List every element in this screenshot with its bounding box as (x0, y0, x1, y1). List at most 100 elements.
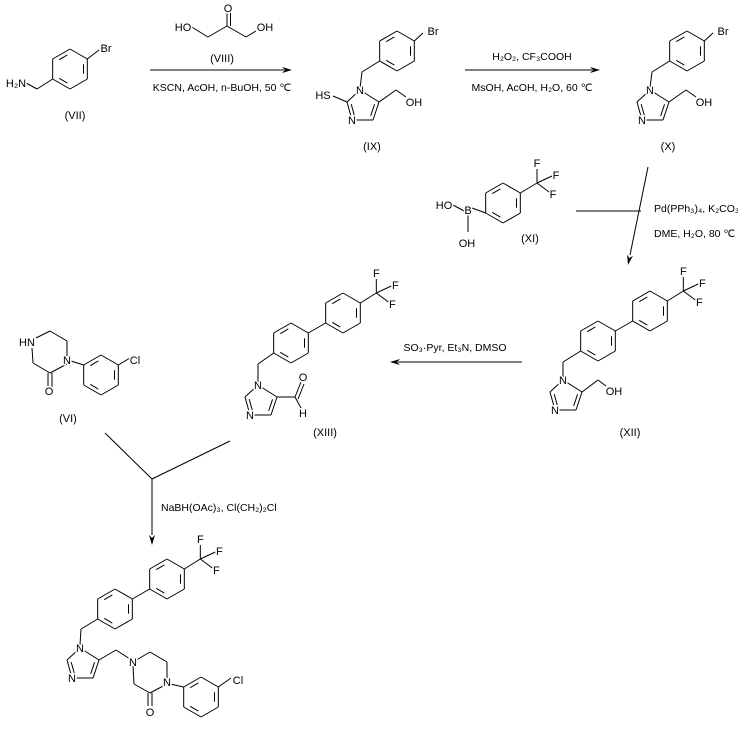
bond (452, 204, 467, 213)
bond (520, 182, 538, 194)
bond (580, 350, 599, 362)
amine-group: H₂N (6, 78, 26, 90)
bond (395, 89, 407, 98)
bond (662, 101, 670, 121)
double-bond (103, 594, 113, 601)
bond (207, 25, 228, 38)
bond (114, 588, 133, 600)
compound-label: (IX) (363, 141, 381, 153)
fluorine-atom: F (550, 189, 557, 201)
chlorine-atom: Cl (130, 355, 140, 367)
bond (346, 89, 361, 103)
bond (649, 71, 653, 89)
arrow-line (104, 432, 153, 480)
bond (325, 292, 344, 304)
bond (257, 352, 274, 365)
double-bond (385, 59, 395, 66)
bond (66, 647, 81, 661)
double-bond (90, 662, 96, 675)
compound-label: (VII) (65, 110, 86, 122)
bond (297, 383, 305, 400)
bond (360, 292, 377, 304)
double-bond (268, 399, 274, 412)
bond (49, 330, 68, 342)
compound-label: (XIII) (313, 427, 337, 439)
double-bond (279, 351, 289, 358)
bond (36, 78, 53, 90)
reagent-text: DME, H₂O, 80 ℃ (654, 228, 735, 240)
arrowhead (282, 67, 292, 73)
double-bond (586, 349, 596, 356)
double-bond (370, 104, 376, 117)
bond (471, 207, 486, 214)
bond (97, 588, 116, 600)
arrowhead (627, 254, 633, 265)
bond (372, 101, 380, 121)
double-bond (553, 393, 558, 406)
hydroxyl-group: OH (459, 238, 476, 250)
amine-group: HN (19, 337, 35, 349)
fluorine-atom: F (534, 158, 541, 170)
bond (114, 618, 133, 630)
reagent-text: KSCN, AcOH, n-BuOH, 50 ℃ (153, 82, 292, 94)
bond (332, 95, 348, 103)
bond (69, 78, 88, 90)
double-bond (660, 104, 666, 117)
bond (87, 49, 100, 60)
double-bond (331, 321, 341, 328)
bond (244, 396, 251, 416)
bond (686, 30, 705, 42)
bond (549, 379, 564, 393)
bond (226, 25, 247, 38)
bond (683, 283, 699, 292)
compound-label: (XII) (620, 427, 641, 439)
bond (200, 558, 213, 569)
hydrogen-atom: H (299, 408, 307, 420)
arrowhead (590, 67, 600, 73)
bond (70, 360, 84, 366)
bond (290, 352, 309, 364)
double-bond (89, 360, 99, 367)
bond (183, 676, 202, 688)
bond (169, 683, 184, 688)
nitrogen-atom: N (348, 115, 356, 127)
bond (359, 89, 380, 103)
bond (686, 60, 705, 72)
double-bond (586, 326, 596, 333)
fluorine-atom: F (696, 297, 703, 309)
double-bond (189, 705, 199, 712)
bond (132, 651, 151, 663)
bond (669, 60, 688, 72)
bond (361, 60, 380, 73)
bond (485, 182, 504, 194)
bond (615, 320, 633, 332)
bond (502, 182, 521, 194)
double-bond (573, 394, 579, 407)
bond (149, 588, 168, 600)
reagent-text: SO₃·Pyr, Et₃N, DMSO (403, 342, 506, 354)
fluorine-atom: F (699, 278, 706, 290)
double-bond (89, 383, 99, 390)
double-bond (103, 617, 113, 624)
bond (31, 347, 34, 364)
double-bond (155, 587, 165, 594)
bond (100, 354, 119, 366)
bond (149, 684, 166, 694)
bond (396, 30, 415, 42)
bond (273, 322, 292, 334)
bond (66, 659, 73, 679)
fluorine-atom: F (216, 546, 223, 558)
bond (632, 290, 651, 302)
bond (49, 363, 68, 374)
bond (25, 82, 38, 90)
bond (667, 290, 684, 302)
bond (632, 320, 651, 332)
double-bond (640, 103, 645, 116)
bond (649, 320, 668, 332)
bond (379, 30, 398, 42)
bond (257, 384, 278, 398)
arrow-step-5: NaBH(OAc)₃, Cl(CH₂)₂Cl (104, 432, 277, 545)
